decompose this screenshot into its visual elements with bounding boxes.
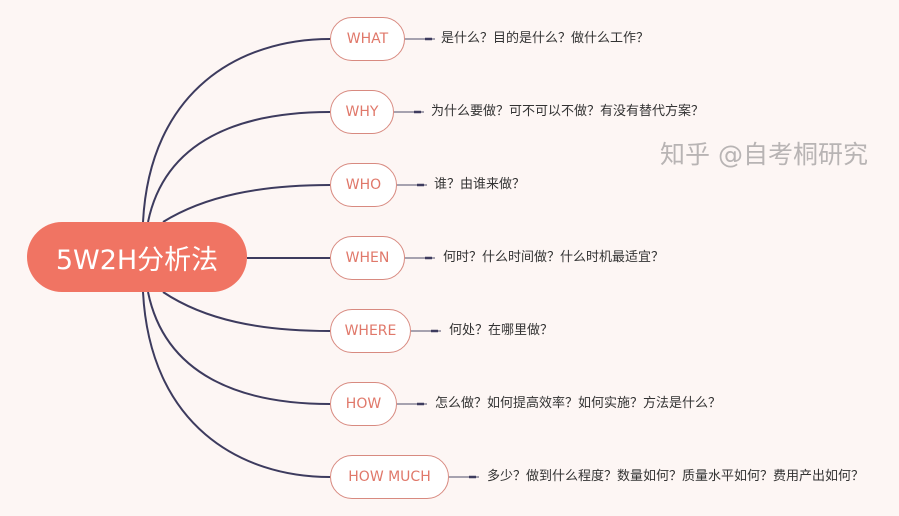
branch-desc-where: 何处？在哪里做？: [449, 323, 554, 338]
branch-desc-who: 谁？由谁来做？: [434, 177, 526, 192]
watermark: 知乎 @自考桐研究: [660, 140, 868, 169]
branch-node-when[interactable]: WHEN: [330, 236, 405, 280]
branch-node-who[interactable]: WHO: [330, 163, 397, 207]
branch-desc-how-much: 多少？做到什么程度？数量如何？质量水平如何？费用产出如何？: [487, 469, 865, 484]
connector-why: [147, 111, 331, 223]
branch-node-how[interactable]: HOW: [330, 382, 397, 426]
branch-desc-why: 为什么要做？可不可以不做？有没有替代方案？: [431, 104, 705, 119]
branch-node-where[interactable]: WHERE: [330, 309, 411, 353]
connector-what: [142, 38, 331, 223]
connector-where: [162, 291, 331, 332]
branch-node-why[interactable]: WHY: [330, 90, 394, 134]
branch-desc-how: 怎么做？如何提高效率？如何实施？方法是什么？: [435, 396, 722, 411]
branch-node-what[interactable]: WHAT: [330, 17, 405, 61]
connector-who: [162, 184, 331, 223]
connector-how: [147, 291, 331, 405]
root-node[interactable]: 5W2H分析法: [27, 222, 247, 292]
branch-node-how-much[interactable]: HOW MUCH: [330, 455, 449, 499]
connector-howmuch: [142, 291, 331, 478]
branch-desc-when: 何时？什么时间做？什么时机最适宜？: [443, 250, 665, 265]
branch-desc-what: 是什么？目的是什么？做什么工作？: [441, 31, 650, 46]
